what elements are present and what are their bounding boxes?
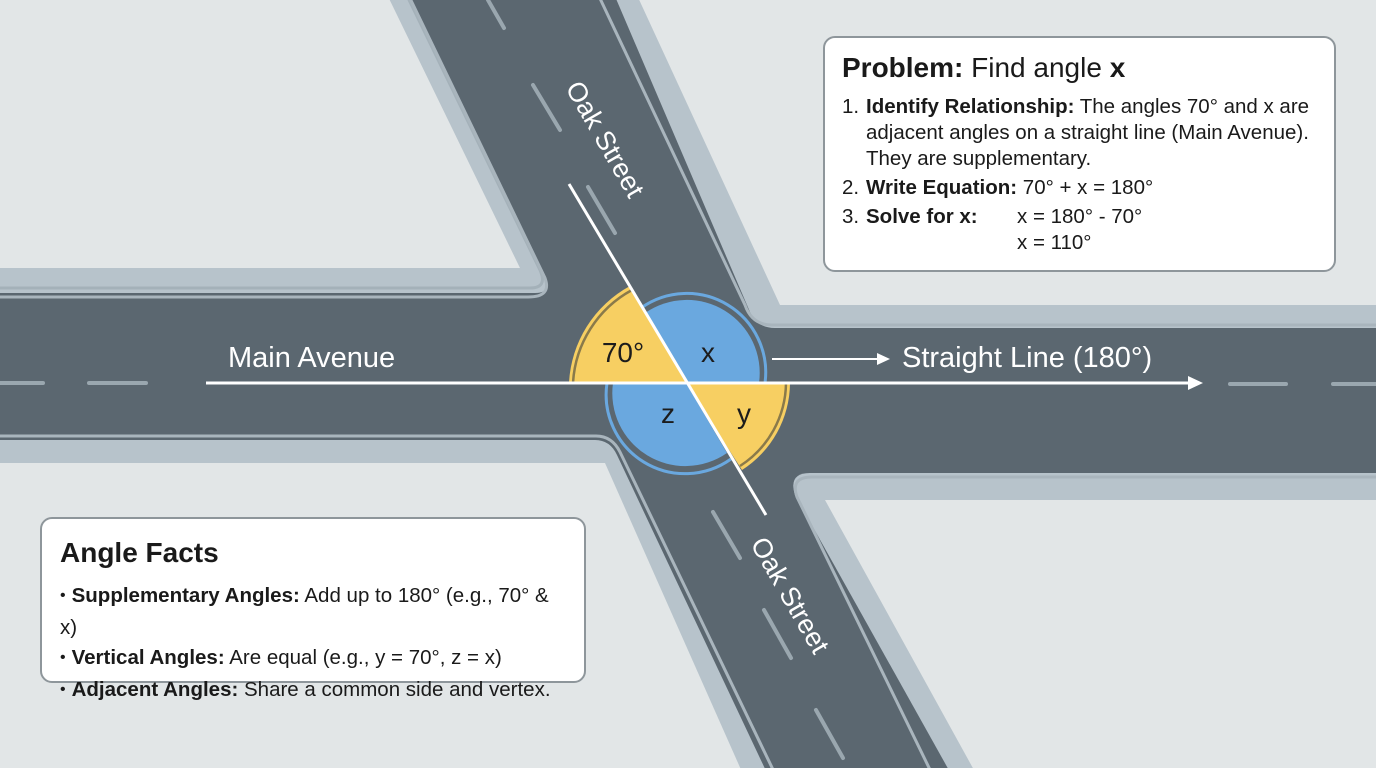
angle-label-z: z [661, 398, 675, 429]
angle-70-sector [569, 286, 686, 384]
lane-dashes-oak-street [486, 0, 845, 760]
straight-line-label: Straight Line (180°) [902, 342, 1153, 374]
main-avenue-label: Main Avenue [228, 342, 396, 374]
block-bottom-right [793, 473, 1376, 768]
angle-label-y: y [737, 398, 751, 429]
step-2: 2. Write Equation: 70° + x = 180° [842, 176, 1154, 199]
main-avenue-arrowhead-icon [1188, 376, 1203, 390]
fact-item: Supplementary Angles: Add up to 180° (e.… [60, 581, 568, 643]
angle-z-sector [604, 382, 732, 476]
angle-y-sector [686, 382, 790, 470]
facts-title: Angle Facts [60, 537, 219, 568]
problem-title: Problem: Find angle x [842, 52, 1126, 83]
solve-line-1: x = 180° - 70° [1017, 205, 1143, 228]
straight-line-arrowhead-icon [877, 353, 890, 365]
angle-label-x: x [701, 337, 715, 368]
problem-steps: 1. Identify Relationship: The angles 70°… [842, 94, 1318, 256]
solve-line-2: x = 110° [1017, 231, 1092, 254]
step-1: 1. Identify Relationship: The angles 70°… [842, 95, 1310, 170]
angle-label-70: 70° [601, 337, 645, 368]
angle-facts-card: Angle Facts Supplementary Angles: Add up… [40, 517, 586, 701]
angle-x-sector [640, 291, 768, 384]
facts-list: Supplementary Angles: Add up to 180° (e.… [60, 581, 568, 707]
block-top-left [0, 0, 548, 293]
step-3: 3. Solve for x: x = 180° - 70° x = 110° [842, 205, 1143, 254]
fact-item: Adjacent Angles: Share a common side and… [60, 675, 568, 707]
oak-street-guide-line [567, 183, 768, 516]
lane-dashes-main-avenue [0, 381, 1376, 386]
fact-item: Vertical Angles: Are equal (e.g., y = 70… [60, 643, 568, 675]
problem-card: Problem: Find angle x 1. Identify Relati… [823, 36, 1336, 272]
